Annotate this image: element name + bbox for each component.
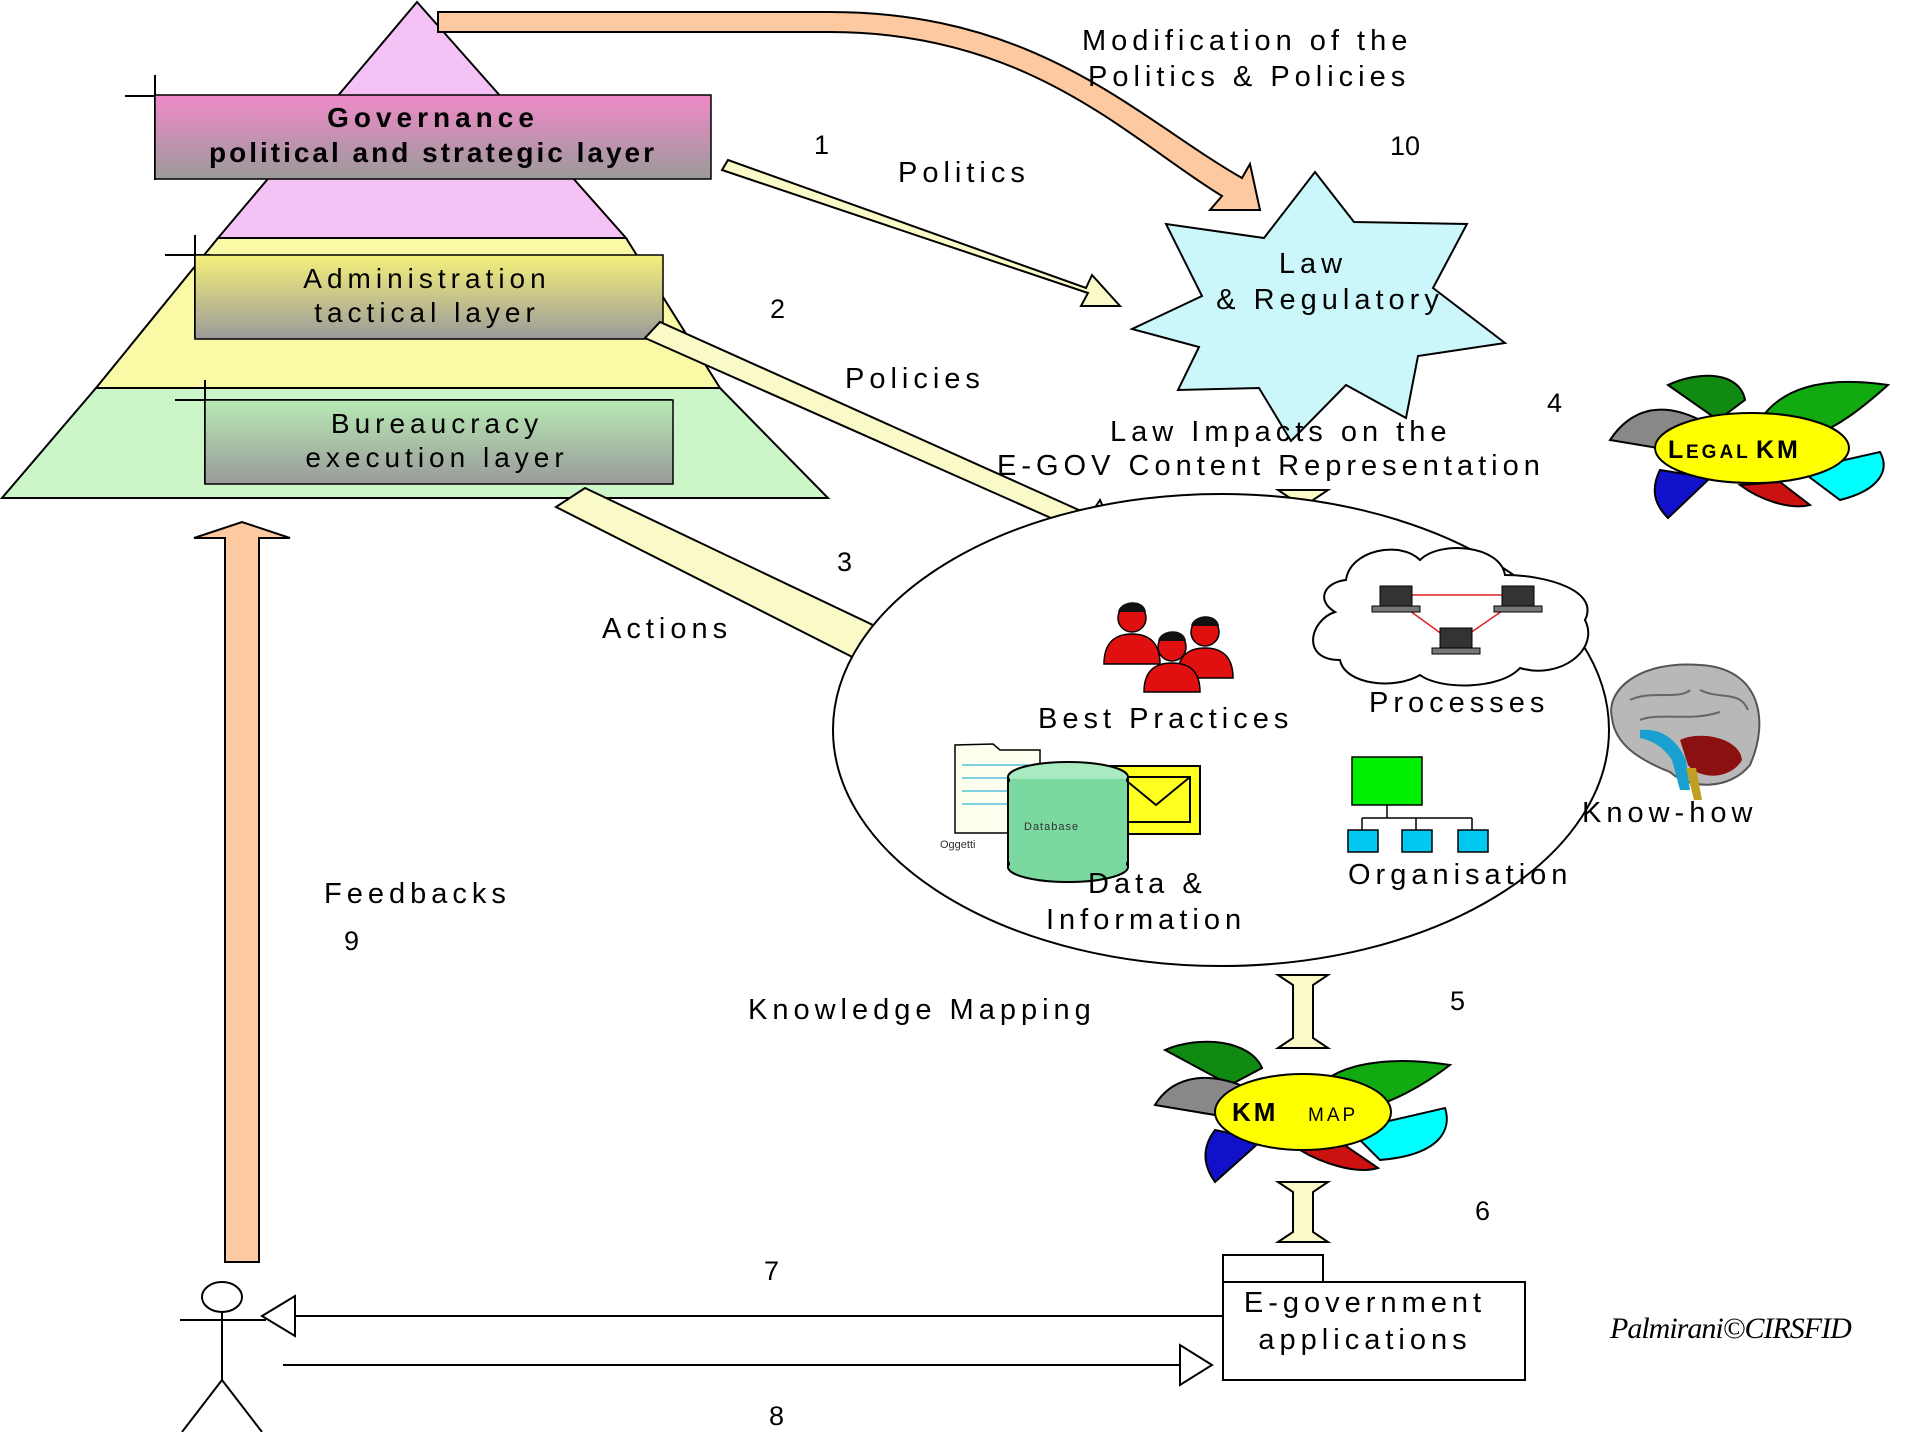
km-map-logo: KM MAP [1153,1040,1453,1184]
legal-km-letter-l: L [1668,436,1683,464]
processes-label: Processes [1369,687,1549,719]
apps-to-user-number: 7 [764,1256,779,1286]
user-to-apps-arrow [283,1343,1214,1387]
knowledge-mapping-double-arrow [1274,974,1332,1049]
governance-subtitle: political and strategic layer [209,137,657,168]
politics-arrow [720,158,1123,307]
feedbacks-label: Feedbacks [324,878,511,910]
actions-number: 3 [837,547,852,577]
knowledge-mapping-label: Knowledge Mapping [748,994,1096,1026]
feedbacks-number: 9 [344,926,359,956]
knowledge-mapping-number: 5 [1450,986,1465,1016]
law-impacts-line2: E-GOV Content Representation [997,450,1545,482]
politics-label: Politics [898,157,1030,189]
law-impacts-line1: Law Impacts on the [1110,416,1451,448]
database-caption: Database [1024,821,1079,833]
data-info-line1: Data & [1088,868,1207,900]
data-info-line2: Information [1046,904,1246,936]
egov-apps-package: E-government applications [1222,1254,1526,1381]
politics-number: 1 [814,130,829,160]
user-actor-icon [180,1281,266,1433]
know-how-label: Know-how [1582,797,1757,829]
apps-to-user-arrow [260,1294,1223,1338]
administration-title: Administration [303,263,550,294]
governance-title: Governance [327,102,539,133]
km-map-km: KM [1232,1097,1278,1127]
law-star-line2: & Regulatory [1216,284,1444,316]
policies-label: Policies [845,363,985,395]
legal-km-egal: EGAL [1686,442,1751,463]
user-to-apps-number: 8 [769,1401,784,1431]
egov-apps-line2: applications [1258,1324,1471,1356]
legal-km-km: KM [1756,436,1801,464]
policies-number: 2 [770,294,785,324]
modification-number: 10 [1390,131,1420,161]
km-to-apps-double-arrow [1274,1181,1332,1243]
best-practices-label: Best Practices [1038,703,1293,735]
credit-text: Palmirani©CIRSFID [1609,1312,1852,1345]
bureaucracy-title: Bureaucracy [331,408,543,439]
law-impacts-number: 4 [1547,388,1562,418]
cloud-network-icon [1312,547,1590,687]
administration-subtitle: tactical layer [314,297,540,328]
law-regulatory-star [1129,170,1508,443]
km-to-apps-number: 6 [1475,1196,1490,1226]
modification-label-line1: Modification of the [1082,25,1412,57]
km-map-map: MAP [1308,1105,1358,1126]
brain-icon [1610,663,1761,800]
egov-apps-line1: E-government [1244,1287,1486,1319]
legal-km-logo: L EGAL KM [1608,374,1891,520]
governance-layer-box: Governance political and strategic layer [125,75,712,180]
organisation-label: Organisation [1348,859,1572,891]
bureaucracy-subtitle: execution layer [305,442,568,473]
actions-label: Actions [602,613,732,645]
law-star-line1: Law [1279,248,1347,280]
feedback-arrow [193,520,291,1263]
bureaucracy-layer-box: Bureaucracy execution layer [175,380,674,485]
modification-arrow [437,11,1262,211]
database-icon: Oggetti Database [940,743,1201,883]
org-chart-icon [1347,756,1489,853]
people-icon [1103,602,1234,693]
administration-layer-box: Administration tactical layer [165,235,664,340]
modification-label-line2: Politics & Policies [1088,61,1410,93]
folder-caption: Oggetti [940,839,975,851]
